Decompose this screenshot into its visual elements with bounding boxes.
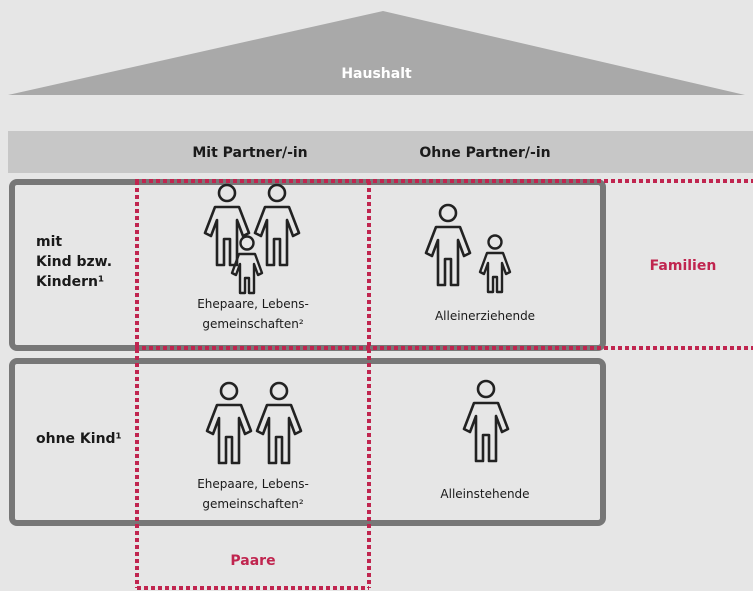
- row-label-without-children: ohne Kind¹: [36, 431, 122, 447]
- row-label-line: Kindern¹: [36, 274, 105, 290]
- column-header-with-partner: Mit Partner/-in: [192, 145, 308, 161]
- row-frame-without-children: [9, 358, 606, 526]
- row-frame-with-children: [9, 179, 606, 351]
- single-parent-icon: [424, 203, 512, 294]
- group-label-families: Familien: [649, 258, 717, 274]
- column-header-without-partner: Ohne Partner/-in: [419, 145, 551, 161]
- roof: [8, 11, 745, 95]
- row-label-line: mit: [36, 234, 63, 250]
- roof-title: Haushalt: [341, 66, 412, 82]
- row-label-line: Kind bzw.: [36, 254, 113, 270]
- cell-label-line: Ehepaare, Lebens-: [197, 477, 309, 491]
- families-bracket: [135, 179, 753, 350]
- cell-label-line: gemeinschaften²: [202, 317, 304, 331]
- group-label-couples: Paare: [230, 553, 276, 569]
- single-person-icon: [462, 379, 510, 463]
- family-icon: [203, 183, 301, 295]
- column-header-band: [8, 131, 753, 173]
- cell-label-line: Ehepaare, Lebens-: [197, 297, 309, 311]
- couples-bracket: [135, 181, 371, 590]
- couple-icon: [205, 381, 303, 465]
- row-label-with-children: mit Kind bzw. Kindern¹: [36, 232, 112, 292]
- cell-label-singles: Alleinstehende: [440, 487, 530, 501]
- cell-label-single-parents: Alleinerziehende: [434, 309, 536, 323]
- cell-label-couples-with-children: Ehepaare, Lebens- gemeinschaften²: [150, 294, 356, 334]
- cell-label-couples-without-children: Ehepaare, Lebens- gemeinschaften²: [150, 474, 356, 514]
- cell-label-line: gemeinschaften²: [202, 497, 304, 511]
